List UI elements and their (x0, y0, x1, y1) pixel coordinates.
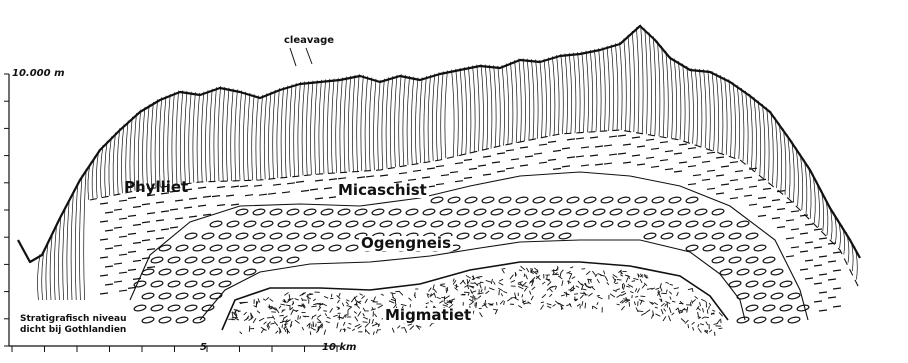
scale-mid-label: 5 (200, 343, 207, 353)
stratigraphic-note-line2: dicht bij Gothlandien (20, 325, 126, 336)
phylliet-label: Phylliet (122, 180, 190, 195)
ogengneis-label: Ogengneis (359, 236, 453, 251)
migmatiet-pattern (228, 266, 722, 336)
height-scale-label: 10.000 m (12, 69, 65, 79)
cleavage-label: cleavage (284, 36, 334, 46)
stratigraphic-note: Stratigrafisch niveau dicht bij Gothland… (20, 314, 126, 336)
scale-axes (4, 74, 340, 352)
ogengneis-augen-pattern (134, 196, 810, 324)
micaschist-label: Micaschist (336, 183, 429, 198)
scale-end-label: 10 km (322, 343, 356, 353)
stratigraphic-note-line1: Stratigrafisch niveau (20, 314, 126, 325)
migmatiet-label: Migmatiet (383, 308, 473, 323)
